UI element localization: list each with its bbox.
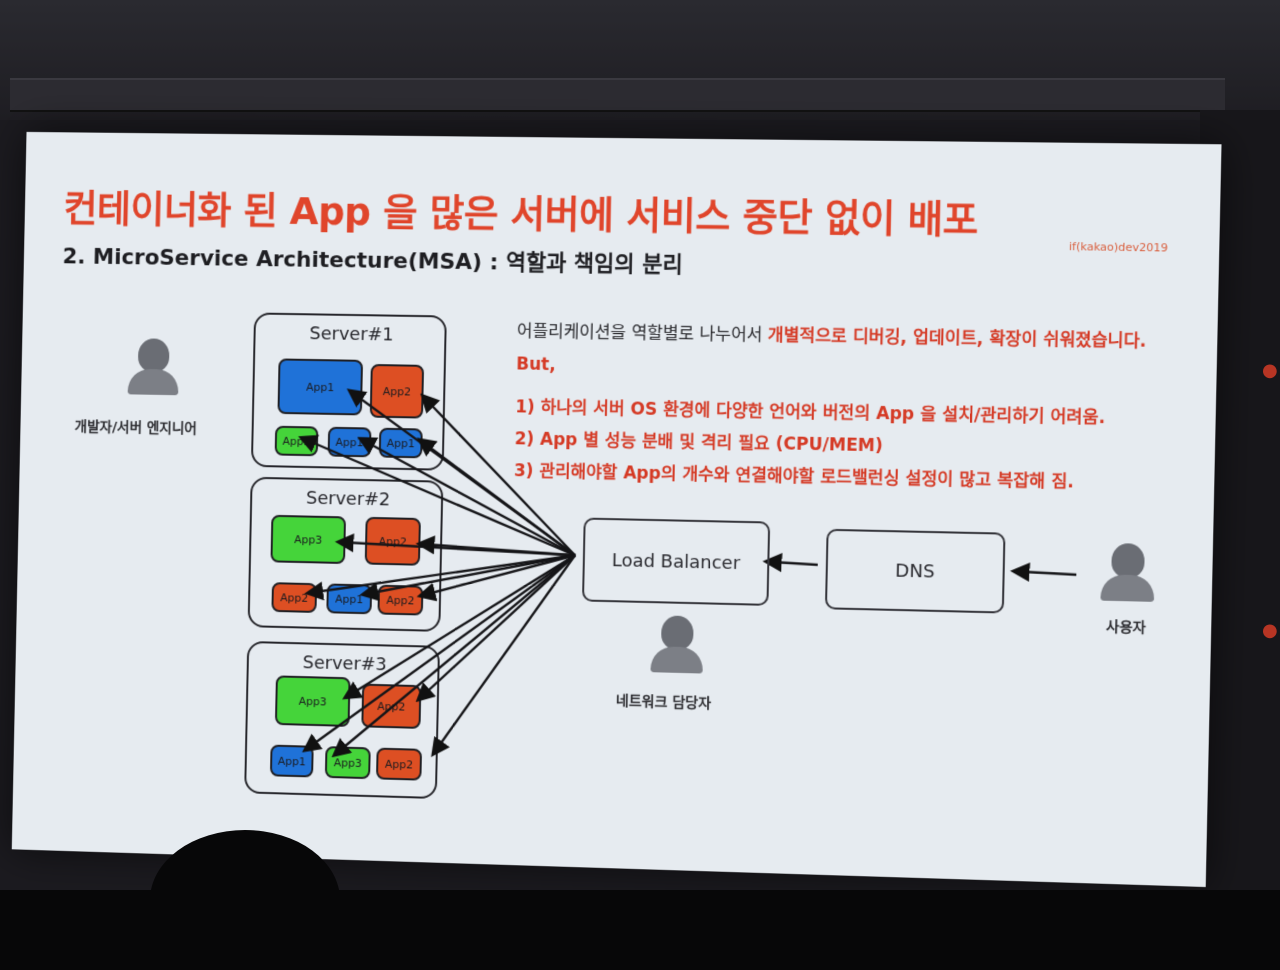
network-admin-label: 네트워크 담당자 bbox=[616, 690, 712, 713]
load-balancer-box: Load Balancer bbox=[582, 518, 770, 606]
audience-silhouettes bbox=[0, 860, 1280, 960]
projector-screen-roller bbox=[10, 78, 1225, 112]
dns-box: DNS bbox=[825, 529, 1006, 614]
network-person-icon bbox=[650, 615, 703, 673]
projected-slide: 컨테이너화 된 App 을 많은 서버에 서비스 중단 없이 배포 if(kak… bbox=[12, 132, 1222, 887]
load-balancer-connections bbox=[12, 132, 1222, 887]
background-red-light: ● bbox=[1262, 360, 1278, 381]
background-red-light: ● bbox=[1262, 620, 1278, 641]
user-person-icon bbox=[1100, 543, 1155, 602]
user-label: 사용자 bbox=[1106, 616, 1146, 637]
